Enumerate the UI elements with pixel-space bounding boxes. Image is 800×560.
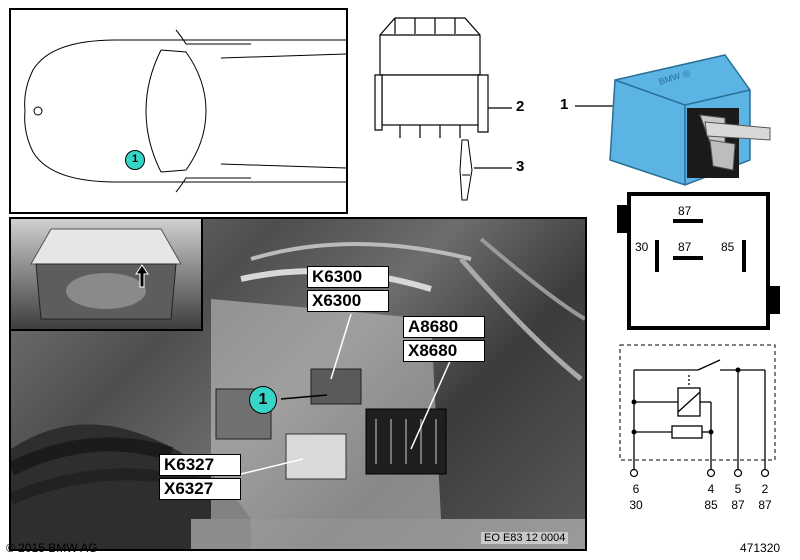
schematic-term-87b: 87 [758,498,772,512]
pin-right-label: 85 [721,240,735,254]
copyright-text: © 2015 BMW AG [6,541,98,555]
pin-center-label: 87 [678,240,692,254]
label-x6300: X6300 [307,290,389,312]
schematic-term-87a: 87 [731,498,745,512]
engine-bay-photo: K6300 X6300 A8680 X8680 K6327 X6327 1 EO… [9,217,587,551]
schematic-pin-5: 5 [734,482,742,496]
car-location-panel: 1 [9,8,348,214]
schematic-pin-2: 2 [761,482,769,496]
label-a8680: A8680 [403,316,485,338]
pin-left-label: 30 [635,240,649,254]
relay-drawing: BMW ◎ [575,54,771,186]
schematic-term-30: 30 [629,498,643,512]
pinout-tab-right [768,286,780,314]
label-x6327: X6327 [159,478,241,500]
pinout-tab-left [617,205,629,233]
pin-center-bar [673,256,703,260]
inset-photo [11,219,203,331]
pin-top-label: 87 [678,204,692,218]
photo-callout: 1 [249,386,277,414]
inset-car-front [30,228,182,320]
pin-right-bar [742,240,746,272]
terminal-part-number: 3 [516,158,525,175]
inset-arrow-icon [135,264,149,288]
relay-part-number: 1 [560,96,569,113]
photo-code: EO E83 12 0004 [481,532,569,544]
schematic-term-85: 85 [704,498,718,512]
pin-left-bar [655,240,659,272]
car-outline [24,29,347,193]
label-x8680: X8680 [403,340,485,362]
socket-part-number: 2 [516,98,525,115]
label-k6327: K6327 [159,454,241,476]
photo-scene [11,237,585,549]
car-location-callout: 1 [125,150,145,170]
relay-socket-drawing [374,17,512,201]
relay-pinout-box: 87 30 87 85 [627,192,770,330]
relay-schematic [619,344,776,478]
schematic-pin-6: 6 [632,482,640,496]
image-number: 471320 [740,541,781,555]
schematic-pin-4: 4 [707,482,715,496]
pin-top-bar [673,219,703,223]
label-k6300: K6300 [307,266,389,288]
